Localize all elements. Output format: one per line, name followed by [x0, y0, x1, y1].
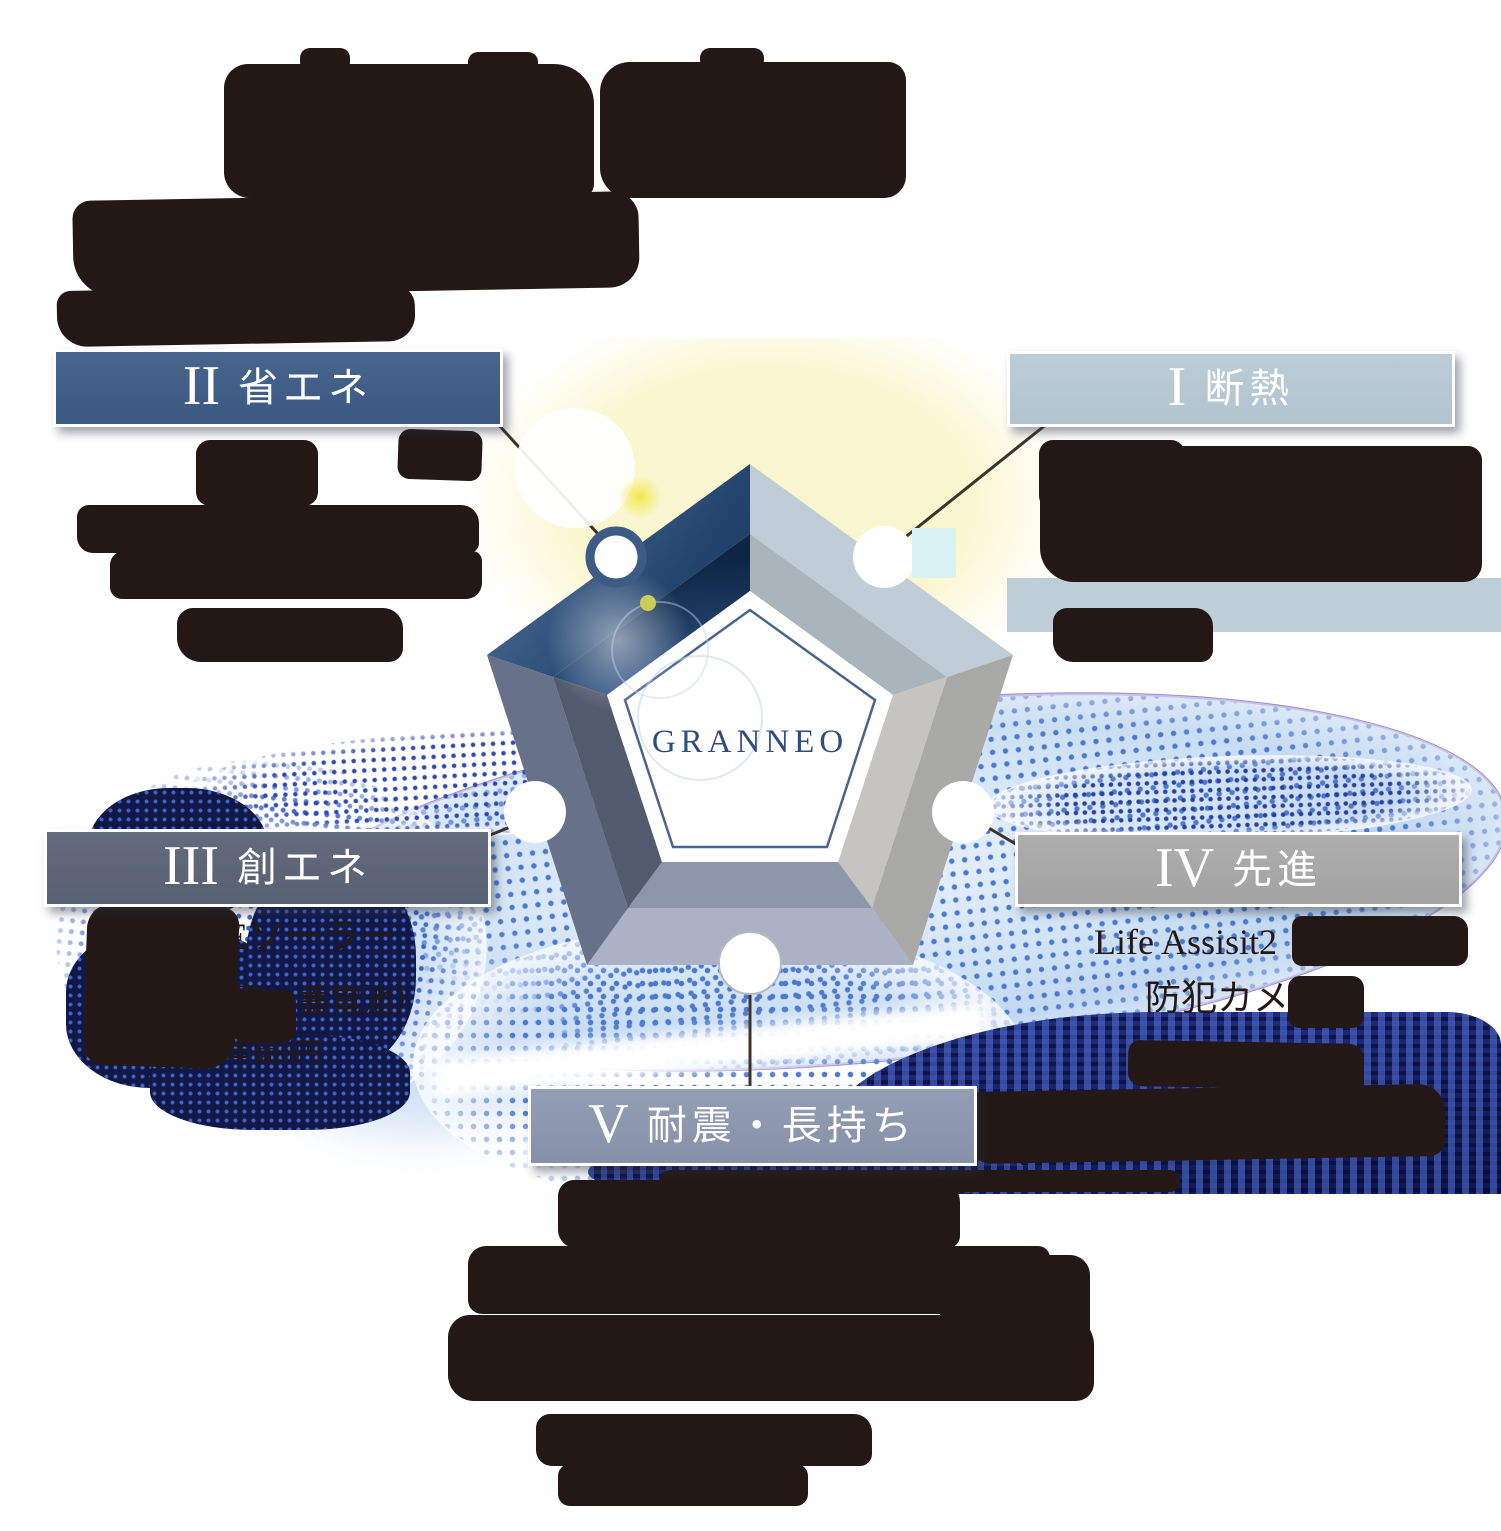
obscured-text-blob	[1288, 976, 1364, 1028]
node-energy-creation	[504, 781, 566, 843]
flare-circle	[515, 408, 635, 528]
node-insulation	[853, 526, 915, 588]
flare-dot	[640, 595, 656, 611]
obscured-text-blob	[558, 1180, 960, 1248]
node-energy-saving	[585, 526, 647, 588]
bar-label: 先進	[1232, 846, 1323, 892]
bevel-advanced	[838, 677, 947, 908]
bar-numeral: IV	[1154, 836, 1215, 899]
node-durability	[718, 931, 782, 995]
obscured-text-blob	[82, 902, 240, 1070]
bevel-durability	[628, 862, 872, 908]
bar-advanced: IV 先進	[1015, 832, 1462, 907]
obscured-text-blob	[224, 64, 594, 198]
bar-label: 省エネ	[238, 365, 374, 410]
obscured-text-blob	[56, 284, 416, 348]
obscured-text-blob	[1292, 916, 1468, 966]
flare-ring	[637, 655, 763, 781]
obscured-text-blob	[397, 428, 483, 482]
obscured-text-blob	[110, 551, 482, 599]
obscured-text-blob	[600, 62, 906, 198]
bar-energy-saving: II 省エネ	[53, 349, 503, 427]
bar-durability: V 耐震・長持ち	[528, 1086, 977, 1166]
flare-sun	[618, 475, 662, 519]
advanced-detail-1: Life Assisit2	[1093, 922, 1277, 962]
bevel-insulation	[750, 534, 947, 695]
flare-ring	[611, 601, 709, 699]
brand-label: GRANNEO	[651, 724, 849, 760]
obscured-text-blob	[1053, 608, 1213, 662]
bar-label: 断熱	[1204, 366, 1295, 411]
obscured-text-blob	[300, 48, 350, 72]
obscured-text-blob	[1127, 1039, 1365, 1091]
bar-label: 創エネ	[236, 845, 372, 890]
obscured-text-blob	[962, 1083, 1446, 1165]
bar-insulation: I 断熱	[1007, 351, 1455, 427]
cyan-chip	[912, 528, 956, 578]
bar-numeral: II	[182, 355, 221, 417]
obscured-text-blob	[558, 1464, 808, 1506]
obscured-text-blob	[448, 1315, 1094, 1401]
obscured-text-blob	[536, 1414, 872, 1466]
bar-numeral: III	[163, 835, 219, 897]
obscured-text-blob	[232, 990, 296, 1042]
obscured-text-blob	[77, 505, 479, 553]
bar-label: 耐震・長持ち	[646, 1103, 917, 1148]
obscured-text-blob	[177, 608, 403, 662]
obscured-text-blob	[196, 440, 318, 506]
bevel-energy-creation	[553, 677, 662, 908]
obscured-text-blob	[1040, 446, 1482, 582]
obscured-text-blob	[468, 52, 538, 74]
flare-circle	[546, 568, 690, 712]
bar-energy-creation: III 創エネ	[44, 829, 491, 907]
obscured-text-blob	[72, 191, 640, 297]
bar-numeral: V	[588, 1093, 629, 1155]
node-advanced	[932, 781, 994, 843]
bar-numeral: I	[1167, 356, 1187, 418]
